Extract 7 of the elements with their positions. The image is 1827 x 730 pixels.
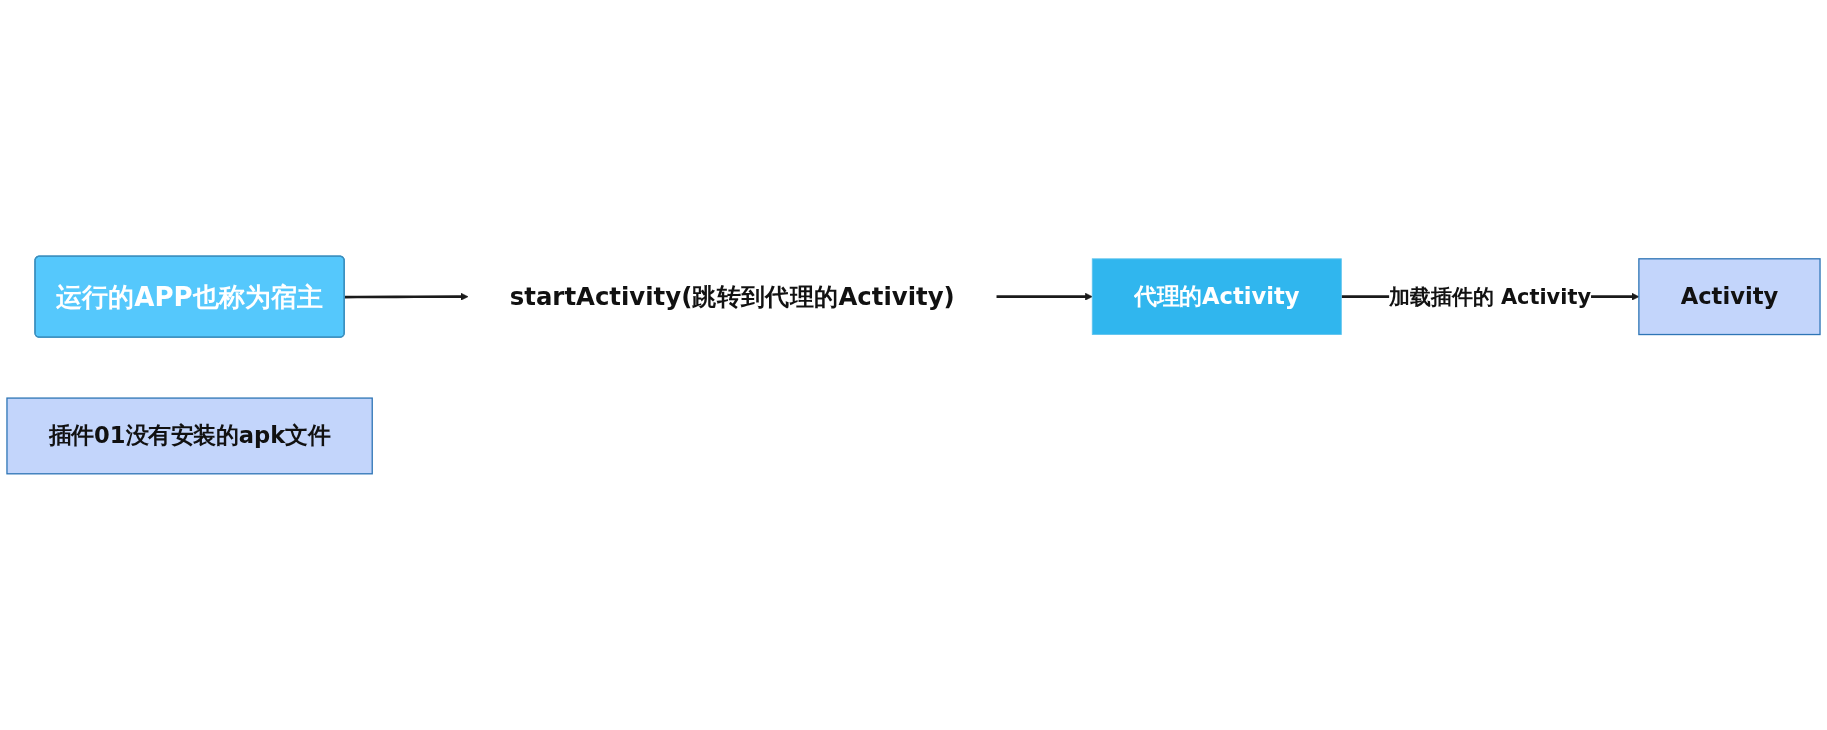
arrow [344,292,469,301]
edge-label: 加载插件的 Activity [1389,284,1591,309]
node-box: Activity [1638,258,1821,336]
arrow [996,292,1093,301]
node-box: 代理的Activity [1091,258,1342,335]
node-text: startActivity(跳转到代理的Activity) [509,281,955,311]
node-box: 插件01没有安装的apk文件 [6,397,373,475]
